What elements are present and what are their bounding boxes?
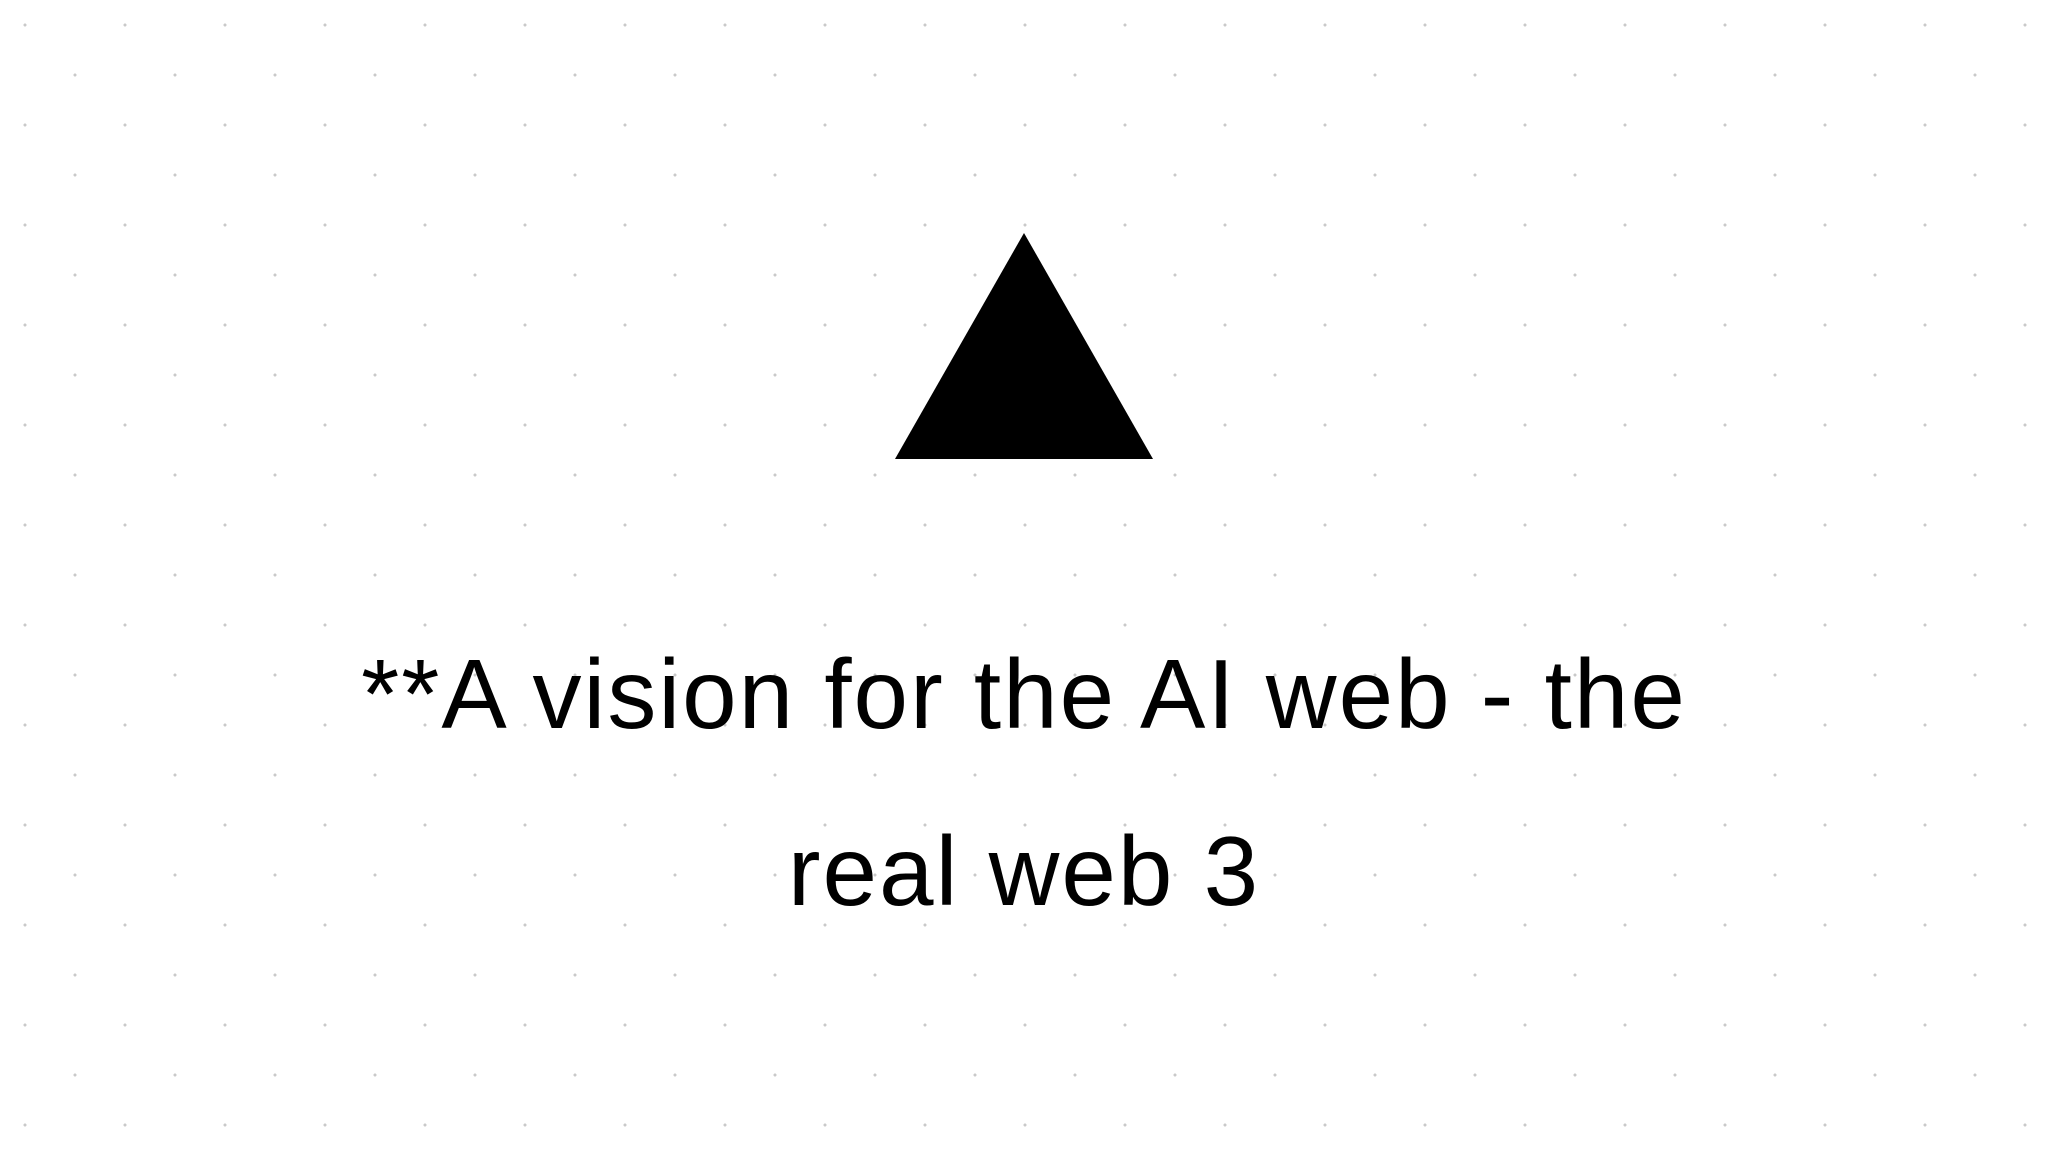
page-title: **A vision for the AI web - the real web… xyxy=(0,606,2048,960)
page-title-line-1: **A vision for the AI web - the xyxy=(361,639,1687,749)
triangle-logo-icon xyxy=(895,233,1153,459)
page-title-line-2: real web 3 xyxy=(787,816,1261,926)
